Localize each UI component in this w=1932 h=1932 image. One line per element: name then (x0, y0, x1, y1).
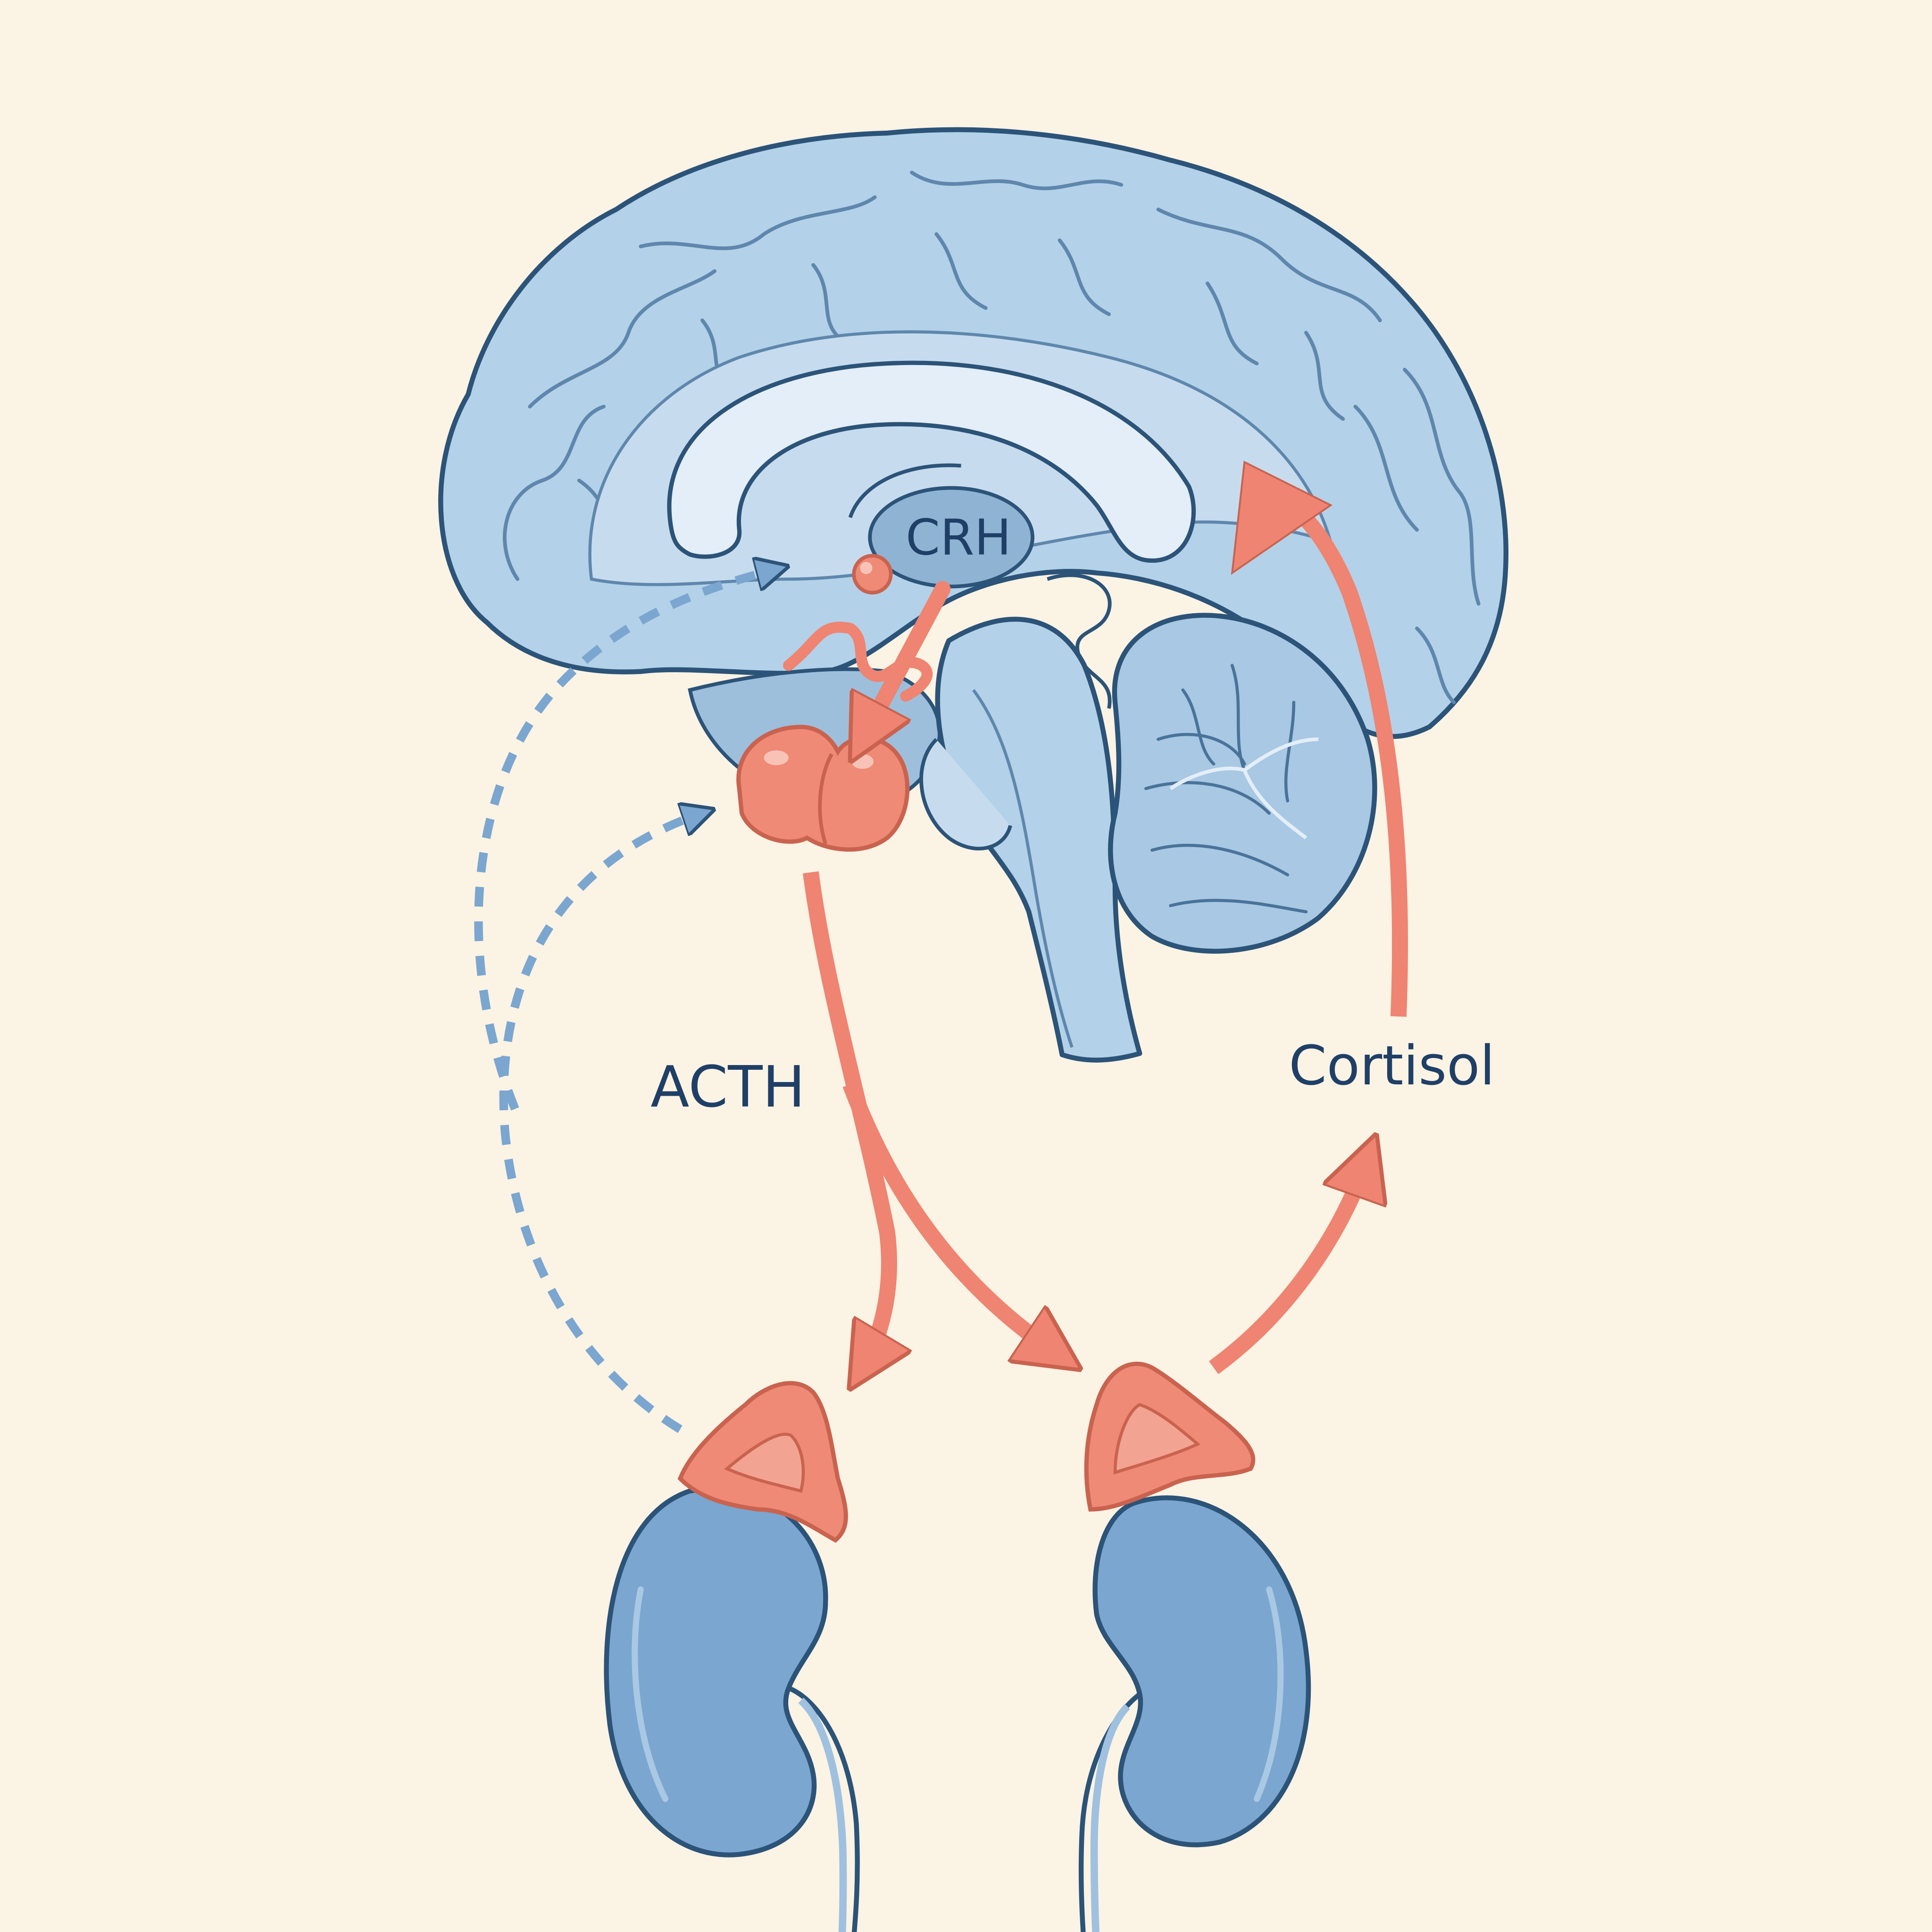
feedback-to-pituitary (499, 813, 702, 1433)
kidney-icon (1092, 1495, 1311, 1848)
left-kidney-group (604, 1381, 860, 1932)
corpus-callosum (667, 360, 1196, 563)
acth-arrow-right (842, 1081, 1059, 1356)
cerebellum (1108, 613, 1377, 954)
hypothalamus-icon (783, 621, 933, 702)
stimulation-arrows (803, 460, 1408, 1374)
negative-feedback-arrows (474, 569, 776, 1433)
right-kidney-group (1078, 1361, 1311, 1932)
cortisol-label: Cortisol (1289, 1034, 1495, 1098)
crh-arrow (863, 581, 951, 740)
feedback-to-hypothalamus (474, 569, 776, 1111)
acth-label: ACTH (650, 1054, 805, 1120)
cortisol-arrow-short (1209, 1158, 1368, 1374)
crh-label: CRH (906, 509, 1011, 566)
pituitary-icon (736, 724, 910, 852)
cortisol-arrowhead (1231, 460, 1333, 575)
acth-arrow-left (803, 871, 889, 1367)
hypothalamus-nucleus (852, 554, 893, 595)
fornix (1047, 573, 1112, 709)
thalamus (868, 486, 1034, 589)
kidney-icon (604, 1487, 828, 1857)
